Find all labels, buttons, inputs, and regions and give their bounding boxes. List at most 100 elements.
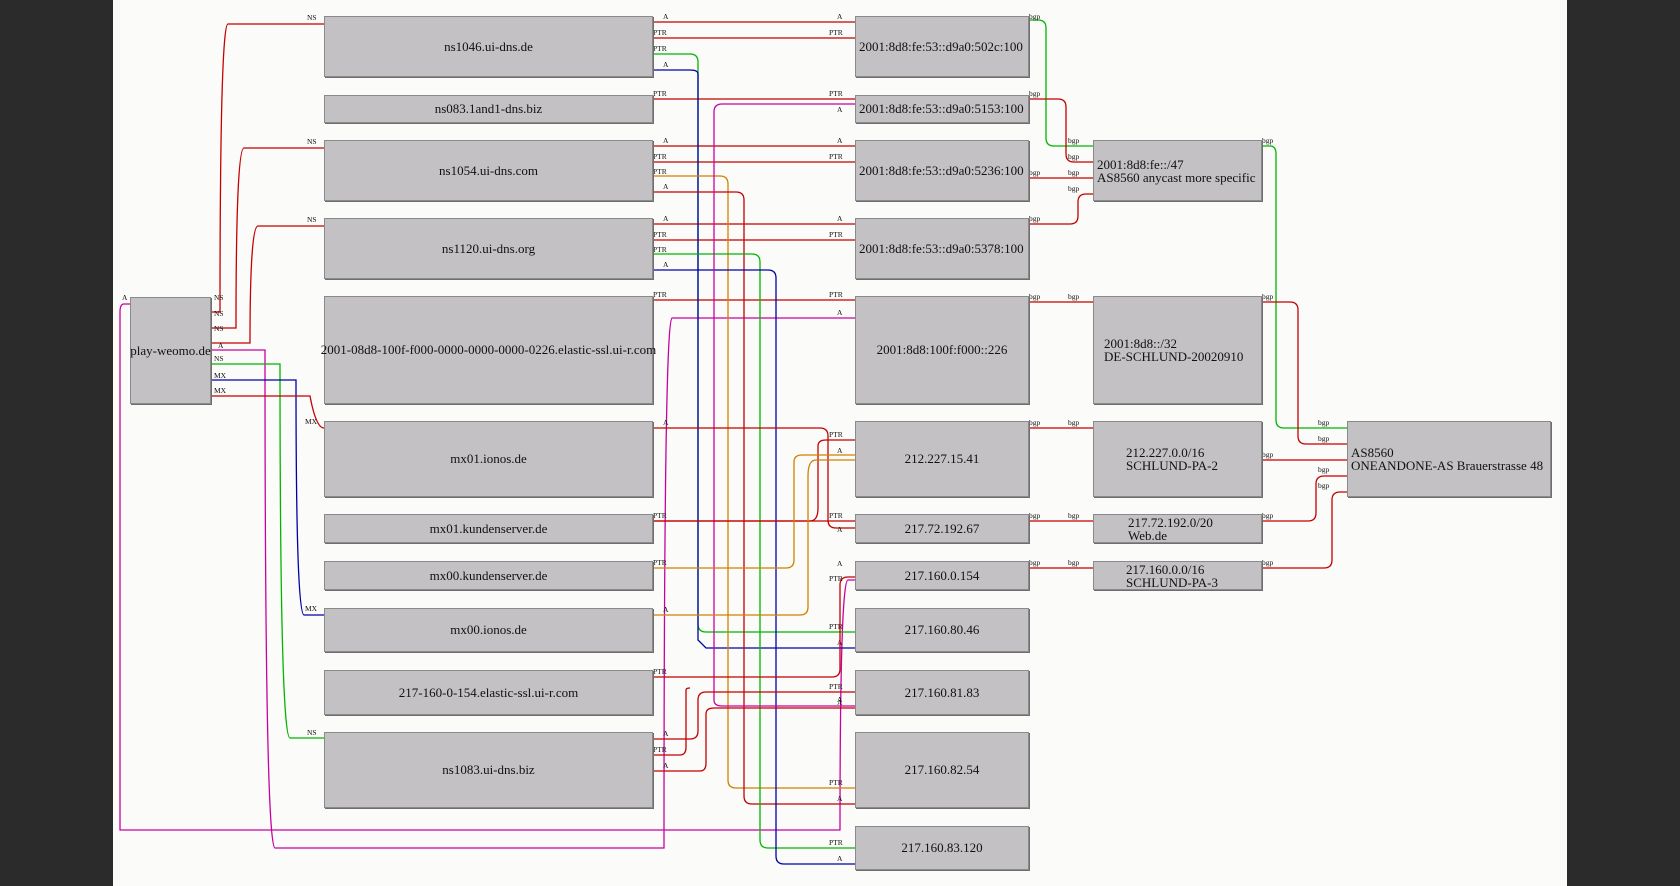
edge-label: bgp <box>1029 214 1041 223</box>
node-label: 2001:8d8::/32 DE-SCHLUND-20020910 <box>1104 336 1244 364</box>
edge-label: PTR <box>653 511 667 520</box>
node-play-weomo[interactable]: play-weomo.de <box>130 297 211 404</box>
node-label: 217.160.80.46 <box>904 622 980 637</box>
edge-label: bgp <box>1262 292 1274 301</box>
node-prefix-212-227[interactable]: 212.227.0.0/16 SCHLUND-PA-2 <box>1093 421 1262 497</box>
edge-ns1083-a2 <box>653 707 855 772</box>
node-ip-5236[interactable]: 2001:8d8:fe:53::d9a0:5236:100 <box>855 140 1029 201</box>
edge-label: A <box>663 214 669 223</box>
node-label: 217-160-0-154.elastic-ssl.ui-r.com <box>398 684 579 700</box>
edge-label: bgp <box>1068 292 1080 301</box>
edge-label: A <box>837 308 843 317</box>
node-label: ns1120.ui-dns.org <box>441 240 536 256</box>
node-label: 217.160.0.0/16 SCHLUND-PA-3 <box>1126 561 1218 590</box>
edge-a-blue2 <box>653 269 855 865</box>
node-ip-502c[interactable]: 2001:8d8:fe:53::d9a0:502c:100 <box>855 16 1029 77</box>
node-label: ns083.1and1-dns.biz <box>434 101 543 116</box>
edge-label: A <box>837 559 843 568</box>
edge-a-left-loop <box>119 303 855 831</box>
node-label: mx01.kundenserver.de <box>429 520 548 536</box>
node-ip-226[interactable]: 2001:8d8:100f:f000::226 <box>855 296 1029 404</box>
edge-bgp-as-217160 <box>1262 491 1347 569</box>
edge-label: bgp <box>1029 418 1041 427</box>
edge-label: bgp <box>1068 152 1080 161</box>
left-margin <box>0 0 113 886</box>
node-prefix-2001-8d8-fe-47[interactable]: 2001:8d8:fe::/47 AS8560 anycast more spe… <box>1093 140 1262 201</box>
edge-label: PTR <box>653 558 667 567</box>
edge-label: PTR <box>829 28 843 37</box>
edge-label: PTR <box>829 89 843 98</box>
edge-label: A <box>837 105 843 114</box>
node-prefix-2001-8d8-32[interactable]: 2001:8d8::/32 DE-SCHLUND-20020910 <box>1093 296 1262 404</box>
node-ns1054[interactable]: ns1054.ui-dns.com <box>324 140 653 201</box>
edge-bgp-as-47 <box>1262 145 1347 429</box>
edge-mx01kund-ptr <box>653 439 855 522</box>
node-elastic-217[interactable]: 217-160-0-154.elastic-ssl.ui-r.com <box>324 670 653 715</box>
node-ip-5153[interactable]: 2001:8d8:fe:53::d9a0:5153:100 <box>855 95 1029 123</box>
edge-label: NS <box>214 293 224 302</box>
node-prefix-217-72-192[interactable]: 217.72.192.0/20 Web.de <box>1093 514 1262 543</box>
edge-bgp-5153 <box>1029 98 1093 163</box>
edge-label: A <box>837 446 843 455</box>
edge-ns-ns1083 <box>211 363 324 739</box>
edge-label: NS <box>214 354 224 363</box>
node-label: 217.72.192.67 <box>904 520 980 536</box>
edge-ns-ns1120 <box>211 225 324 344</box>
edge-label: A <box>218 341 224 350</box>
edge-label: NS <box>214 324 224 333</box>
edge-label: A <box>663 136 669 145</box>
edge-label: A <box>837 12 843 21</box>
node-ip-217-160-81-83[interactable]: 217.160.81.83 <box>855 670 1029 715</box>
edge-ptr-green <box>653 53 855 633</box>
edge-label: PTR <box>653 667 667 676</box>
edge-label: PTR <box>653 245 667 254</box>
node-label: 212.227.0.0/16 SCHLUND-PA-2 <box>1126 445 1218 473</box>
edge-label: MX <box>305 417 318 426</box>
edge-ns-ns1046 <box>211 23 324 313</box>
node-label: 2001:8d8:fe:53::d9a0:5378:100 <box>859 240 1024 256</box>
edge-label: PTR <box>829 682 843 691</box>
edge-label: bgp <box>1318 418 1330 427</box>
node-as8560[interactable]: AS8560 ONEANDONE-AS Brauerstrasse 48 <box>1347 421 1551 497</box>
edge-label: bgp <box>1029 511 1041 520</box>
node-ip-217-160-0-154[interactable]: 217.160.0.154 <box>855 561 1029 590</box>
edge-a-red <box>653 191 855 805</box>
edge-label: bgp <box>1318 434 1330 443</box>
edge-label: bgp <box>1068 511 1080 520</box>
node-ip-5378[interactable]: 2001:8d8:fe:53::d9a0:5378:100 <box>855 218 1029 279</box>
edge-label: bgp <box>1068 558 1080 567</box>
node-ns1083[interactable]: ns1083.ui-dns.biz <box>324 732 653 808</box>
node-ip-212-227-15-41[interactable]: 212.227.15.41 <box>855 421 1029 497</box>
node-mx01-ionos[interactable]: mx01.ionos.de <box>324 421 653 497</box>
node-ip-217-160-83-120[interactable]: 217.160.83.120 <box>855 826 1029 870</box>
node-label: 2001:8d8:fe:53::d9a0:5153:100 <box>859 101 1024 116</box>
node-prefix-217-160[interactable]: 217.160.0.0/16 SCHLUND-PA-3 <box>1093 561 1262 590</box>
node-ip-217-160-82-54[interactable]: 217.160.82.54 <box>855 732 1029 808</box>
edge-label: PTR <box>829 574 843 583</box>
node-mx00-kundenserver[interactable]: mx00.kundenserver.de <box>324 561 653 590</box>
edge-label: bgp <box>1318 481 1330 490</box>
edge-label: bgp <box>1068 168 1080 177</box>
edge-label: PTR <box>829 838 843 847</box>
edge-label: PTR <box>829 290 843 299</box>
edge-a-elastic <box>211 317 855 849</box>
node-label: mx01.ionos.de <box>450 451 527 466</box>
node-ip-217-72-192-67[interactable]: 217.72.192.67 <box>855 514 1029 543</box>
node-elastic-2001[interactable]: 2001-08d8-100f-f000-0000-0000-0000-0226.… <box>321 296 656 404</box>
edge-label: PTR <box>829 622 843 631</box>
node-label: 217.160.82.54 <box>904 762 980 777</box>
edge-a-magenta-b <box>713 112 855 707</box>
edge-label: MX <box>214 371 227 380</box>
node-ns083[interactable]: ns083.1and1-dns.biz <box>324 95 653 123</box>
node-mx01-kundenserver[interactable]: mx01.kundenserver.de <box>324 514 653 543</box>
node-ns1046[interactable]: ns1046.ui-dns.de <box>324 16 653 77</box>
edge-label: A <box>663 418 669 427</box>
edge-label: A <box>837 794 843 803</box>
edge-mx00-a <box>653 459 855 616</box>
edge-label: A <box>837 525 843 534</box>
node-ip-217-160-80-46[interactable]: 217.160.80.46 <box>855 608 1029 652</box>
node-ns1120[interactable]: ns1120.ui-dns.org <box>324 218 653 279</box>
node-mx00-ionos[interactable]: mx00.ionos.de <box>324 608 653 652</box>
